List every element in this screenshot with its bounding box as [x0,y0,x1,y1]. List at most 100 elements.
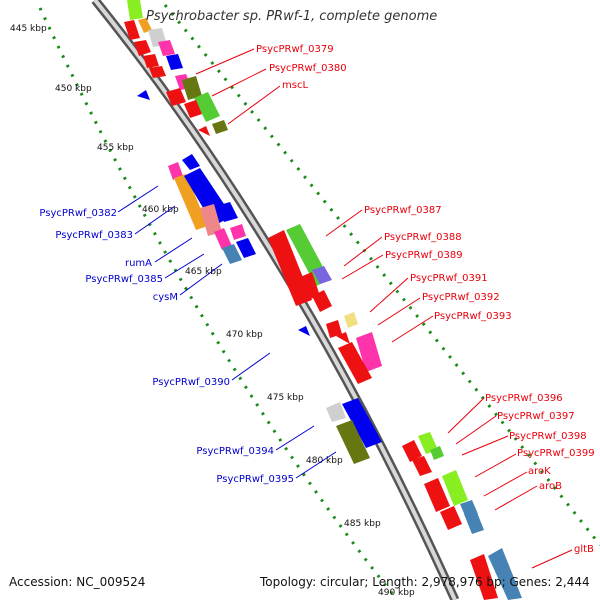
leader-line [195,48,255,75]
tick-label: 465 kbp [185,267,222,277]
gene-feature [342,398,382,448]
gene-feature [298,272,320,300]
gene-feature [312,266,332,284]
gene-feature [174,174,208,230]
gene-feature [442,470,468,506]
tick-label: 450 kbp [55,84,92,94]
gene-feature [488,548,522,600]
leader-line [227,85,281,125]
leader-line [343,236,383,267]
leader-line [531,549,573,569]
gene-features [124,0,522,600]
gene-label-reverse: rumA [125,258,152,269]
gene-feature [137,90,150,100]
leader-line [117,185,159,213]
gene-feature [418,432,438,454]
leader-line [211,68,267,97]
gene-feature [430,446,444,460]
gene-feature [182,154,200,170]
tick-label: 470 kbp [226,330,263,340]
gene-feature [198,126,210,136]
leader-line [179,263,223,296]
gene-feature [222,244,242,264]
gene-label-forward: PsycPRwf_0396 [485,393,563,404]
gene-label-reverse: PsycPRwf_0394 [196,446,274,457]
gene-feature [184,100,202,118]
gene-label-reverse: PsycPRwf_0383 [55,230,133,241]
leader-line [341,254,384,280]
leader-line [377,297,421,326]
tick-label: 480 kbp [306,456,343,466]
gene-feature [412,456,432,476]
gene-feature [312,290,332,312]
gene-feature [134,40,151,56]
gene-feature [124,20,140,40]
gene-label-forward: PsycPRwf_0388 [384,232,462,243]
leader-line [325,209,363,237]
leader-line [494,485,538,511]
gene-feature [336,332,350,344]
leader-line [461,435,509,456]
leader-line [164,253,205,279]
gene-feature [216,202,238,222]
topology-text: Topology: circular; Length: 2,978,976 bp… [260,575,590,589]
gene-label-forward: mscL [282,80,308,91]
gene-label-forward: aroB [539,481,562,492]
leader-line [154,237,193,263]
gene-feature [158,40,175,56]
gene-label-forward: PsycPRwf_0392 [422,292,500,303]
gene-label-forward: PsycPRwf_0389 [385,250,463,261]
gene-label-forward: PsycPRwf_0393 [434,311,512,322]
leader-line [483,471,528,497]
gene-feature [182,76,202,100]
gene-label-forward: aroK [528,466,551,477]
tick-label: 490 kbp [378,588,415,598]
gene-feature [200,204,222,236]
leader-line [474,453,517,478]
gene-label-forward: PsycPRwf_0380 [269,63,347,74]
gene-feature [168,162,183,180]
leader-line [295,451,337,479]
gene-label-reverse: PsycPRwf_0390 [152,377,230,388]
gene-label-reverse: PsycPRwf_0382 [39,208,117,219]
tick-label: 445 kbp [10,24,47,34]
leader-line [391,315,434,343]
gene-feature [230,224,246,240]
accession-text: Accession: NC_009524 [9,575,146,589]
tick-label: 455 kbp [97,143,134,153]
gene-label-reverse: PsycPRwf_0395 [216,474,294,485]
gene-feature [214,228,232,250]
gene-feature [268,230,312,306]
gene-feature [138,18,152,33]
leader-line [455,415,497,445]
gene-feature [344,312,358,328]
leader-line [275,425,315,451]
gene-feature [356,332,382,372]
leader-line [134,205,176,235]
tick-label: 485 kbp [344,519,381,529]
gene-feature [440,506,462,530]
tick-label: 460 kbp [142,205,179,215]
gene-feature [194,92,220,122]
gene-label-forward: PsycPRwf_0399 [517,448,595,459]
gene-label-forward: gltB [574,544,594,555]
tick-track [38,7,397,598]
tick-label: 475 kbp [267,393,304,403]
gene-feature [326,320,342,338]
gene-feature [336,420,370,464]
gene-feature [212,120,228,134]
gene-label-forward: PsycPRwf_0391 [410,273,488,284]
gene-label-forward: PsycPRwf_0379 [256,44,334,55]
gene-feature [464,510,484,534]
leader-line [447,397,485,434]
map-title: Psychrobacter sp. PRwf-1, complete genom… [146,9,438,24]
outer-track [163,4,600,546]
gene-feature [470,554,498,600]
gene-feature [402,440,422,462]
gene-feature [143,54,159,68]
gene-feature [236,238,256,258]
gene-feature [127,0,143,20]
gene-feature [326,402,346,422]
leader-line [231,352,271,381]
